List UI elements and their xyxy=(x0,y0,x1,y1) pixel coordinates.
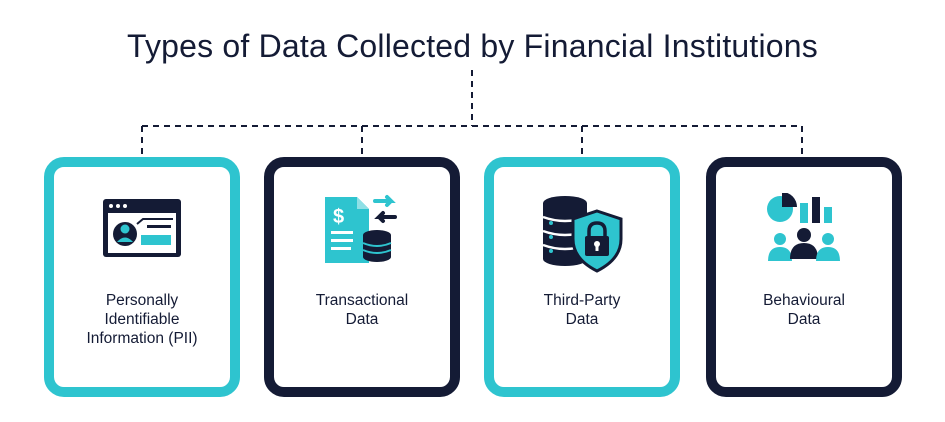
id-card-icon xyxy=(101,193,183,268)
card-label: Transactional Data xyxy=(315,292,409,328)
svg-text:$: $ xyxy=(333,206,344,228)
diagram-title: Types of Data Collected by Financial Ins… xyxy=(126,28,819,64)
card-pii: Personally Identifiable Information (PII… xyxy=(44,157,240,397)
card-label: Personally Identifiable Information (PII… xyxy=(86,292,198,347)
database-shield-icon xyxy=(537,193,627,278)
analytics-people-icon xyxy=(764,192,844,274)
card-label: Behavioural Data xyxy=(763,292,845,328)
card-third-party: Third-Party Data xyxy=(484,157,680,397)
card-behavioural: Behavioural Data xyxy=(706,157,902,397)
transaction-document-icon: $ xyxy=(321,193,403,272)
card-label: Third-Party Data xyxy=(543,292,621,328)
card-transactional: $ Transactional Data xyxy=(264,157,460,397)
